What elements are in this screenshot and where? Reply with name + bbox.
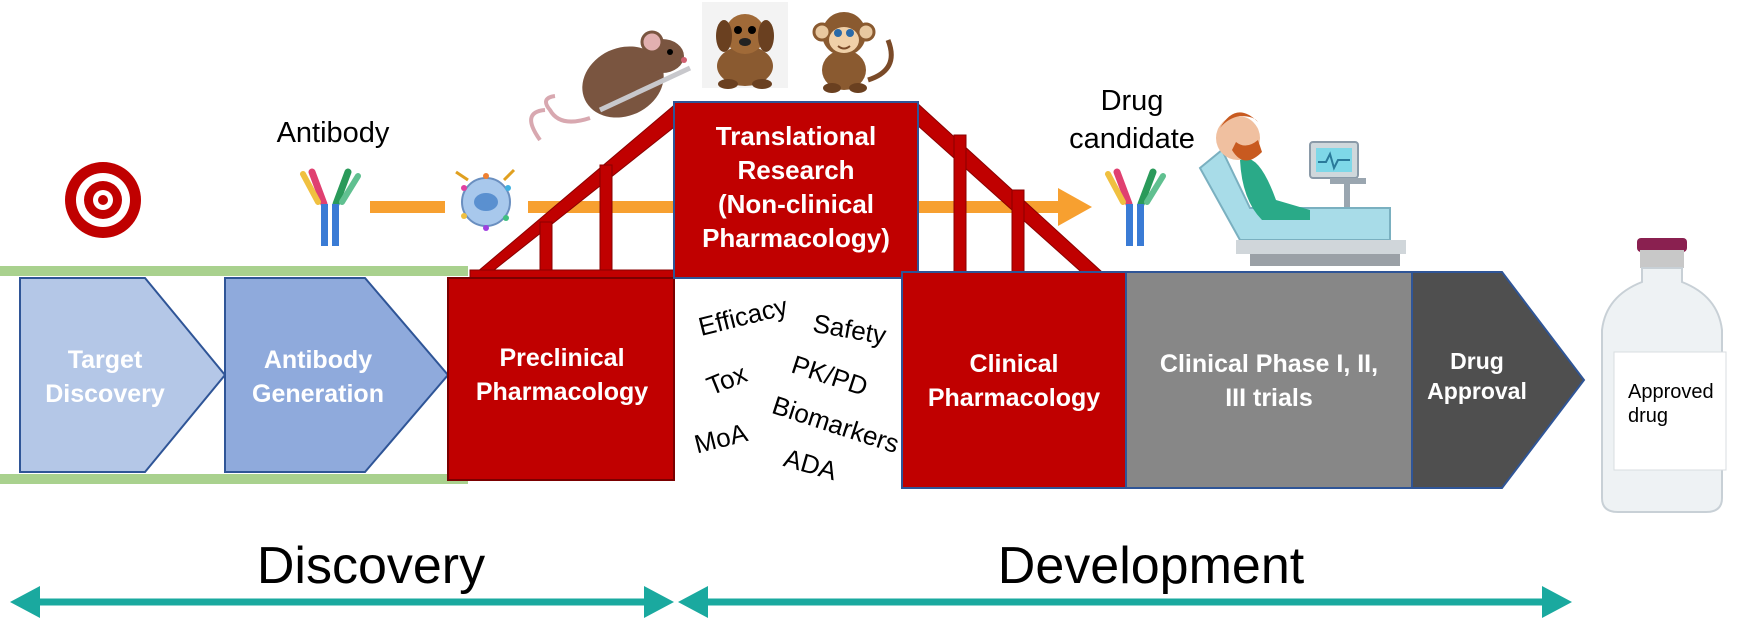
stage-label: Clinical Phase I, II, [1160,350,1378,378]
antibody-label: Antibody [277,117,390,149]
word-tox: Tox [702,358,751,401]
drug-candidate-label: Drug [1101,85,1164,117]
dog-icon [702,2,788,89]
stage-clinical-trials: Clinical Phase I, II, III trials [1125,271,1413,489]
stage-label: Approval [1427,378,1527,404]
approved-drug-vial-icon: Approved drug [1601,238,1727,513]
stage-label: III trials [1225,384,1313,412]
discovery-span-arrow [10,586,674,618]
stage-label: Preclinical [499,344,624,372]
stage-label: Discovery [45,380,165,408]
target-icon [65,162,141,238]
word-pkpd: PK/PD [788,349,871,402]
word-efficacy: Efficacy [695,291,790,342]
cancer-cell-icon [455,168,516,231]
stage-label: Translational [716,121,876,151]
drug-candidate-label: candidate [1069,123,1195,155]
stage-antibody-generation: Antibody Generation [224,277,450,473]
phase-label-development: Development [998,537,1305,595]
assay-words: Efficacy Safety Tox PK/PD Biomarkers MoA… [691,291,903,487]
stage-clinical-pharmacology: Clinical Pharmacology [901,271,1127,489]
approved-drug-label: Approved [1628,381,1714,403]
stage-label: Antibody [264,346,372,374]
bottom-rail [0,474,468,484]
stage-label: (Non-clinical [718,189,874,219]
word-ada: ADA [781,443,841,487]
monkey-icon [812,12,894,93]
stage-target-discovery: Target Discovery [19,277,227,473]
stage-drug-approval: Drug Approval [1411,271,1586,489]
bridge-structure [468,100,1103,279]
phase-label-discovery: Discovery [257,537,485,595]
antibody-icon [1105,168,1166,246]
stage-label: Research [737,155,854,185]
antibody-icon [300,168,361,246]
stage-label: Drug [1450,348,1504,374]
patient-bed-icon [1198,112,1406,266]
stage-label: Target [68,346,143,374]
stage-label: Pharmacology) [702,223,890,253]
top-rail [0,266,468,276]
mouse-icon [529,30,692,142]
stage-label: Pharmacology [476,378,648,406]
approved-drug-label: drug [1628,405,1668,427]
development-span-arrow [678,586,1572,618]
stage-translational-research: Translational Research (Non-clinical Pha… [673,101,919,279]
stage-label: Clinical [970,350,1059,378]
word-moa: MoA [691,417,751,459]
word-safety: Safety [811,308,889,350]
stage-label: Generation [252,380,384,408]
stage-label: Pharmacology [928,384,1100,412]
stage-preclinical-pharmacology: Preclinical Pharmacology [447,277,675,481]
